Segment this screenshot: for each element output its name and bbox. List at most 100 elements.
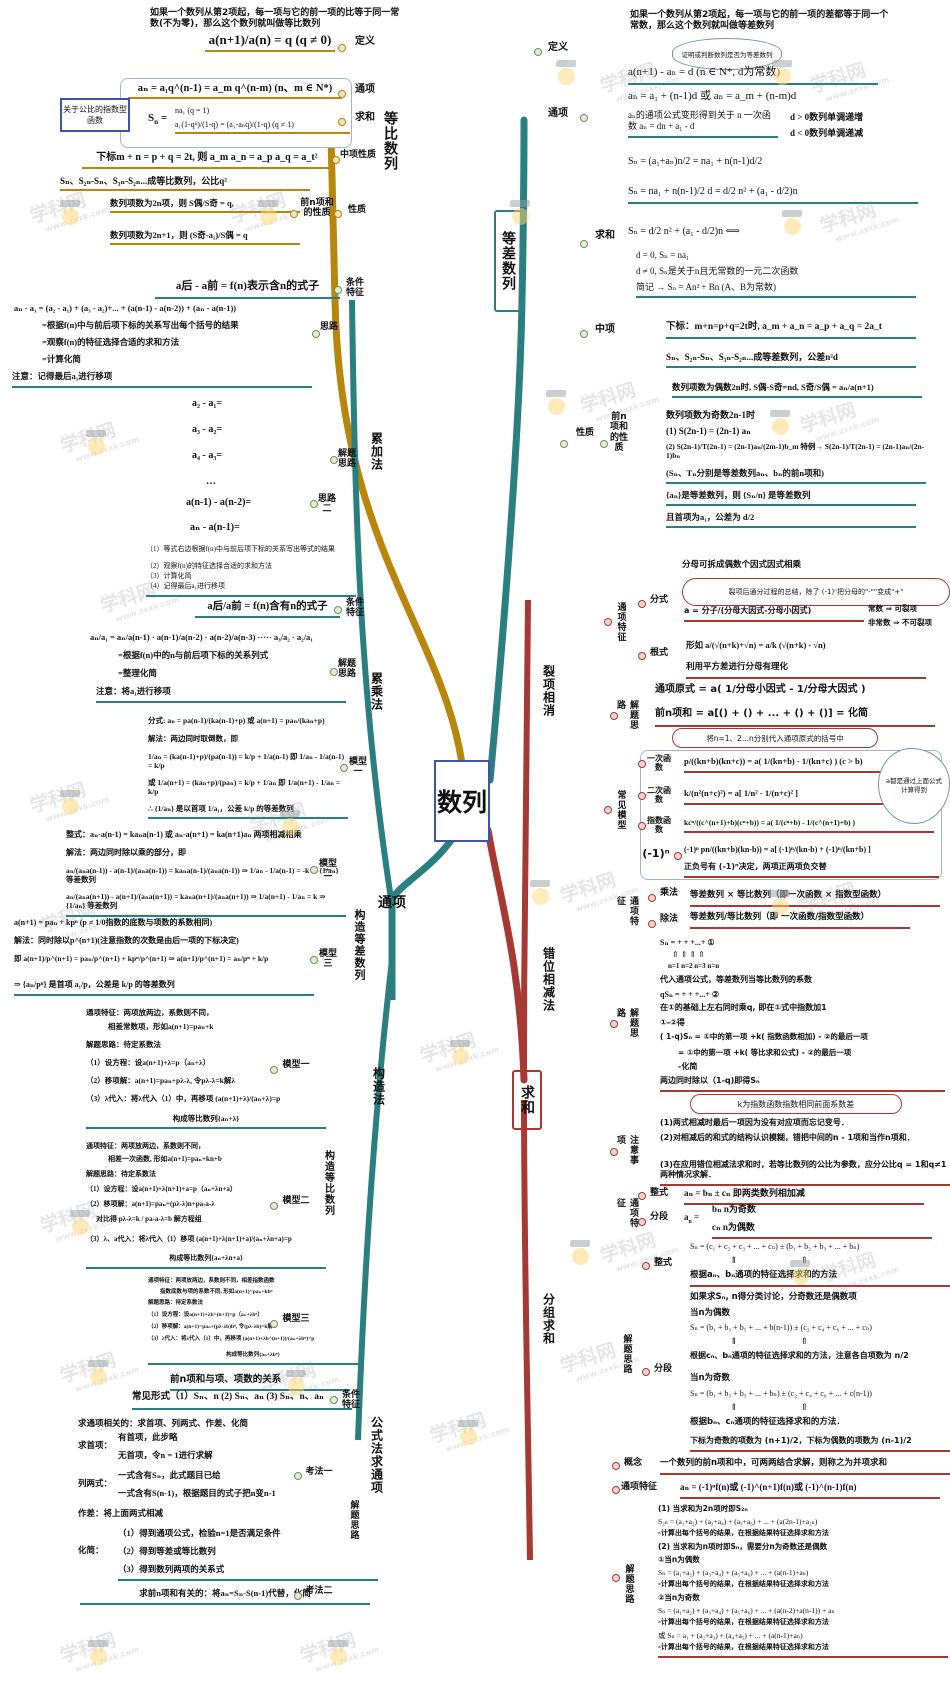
tel-frac-formula: a = 分子/(分母大因式-分母小因式) (684, 606, 864, 622)
stag-n3: (3)在应用错位相减法求和时，若等比数列的公比为参数，应分公比q = 1和q≠1… (660, 1160, 950, 1186)
geo-middle-text: 下标m + n = p + q = 2t, 则 a_m a_n = a_p a_… (82, 152, 332, 169)
construct-m1-l4: 或 1/a(n+1) = (kaₙ+p)/(paₙ) = k/p + 1/aₙ … (148, 778, 341, 797)
geo-middle-label[interactable]: 中项性质 (340, 150, 377, 160)
stag-bubble: k为指数函数指数相同前面系数差 (690, 1094, 902, 1114)
acc-add-condition-label[interactable]: 条件特征 (345, 278, 364, 299)
comb-solve-label[interactable]: 解题思路 (623, 1564, 634, 1604)
connector-dot (674, 852, 682, 860)
stag-s9: = ①中的第一项 +k( 等比求和公式) - ②的最后一项 (678, 1048, 852, 1057)
geo-sum-property-label[interactable]: 前n项和的性质 (300, 198, 334, 219)
fg-method2-label[interactable]: 考法二 (305, 1586, 333, 1596)
construct-model3-label[interactable]: 模型三 (318, 949, 337, 969)
tel-solve-label[interactable]: 解题思路 (615, 700, 638, 730)
grp-feature-label[interactable]: 通项特征 (615, 1198, 638, 1228)
stag-mul-label[interactable]: 乘法 (659, 888, 678, 898)
branch-summation[interactable]: 求和 (512, 1070, 542, 1130)
stag-feature-label[interactable]: 通项特征 (615, 896, 638, 926)
geo-general-label[interactable]: 通项 (355, 84, 375, 95)
branch-telescoping[interactable]: 裂项相消 (541, 665, 556, 717)
acc-add-eq-4: a(n-1) - a(n-2)= (186, 497, 252, 508)
stag-notice-label[interactable]: 注意事项 (615, 1135, 638, 1165)
geo-property-label[interactable]: 性质 (347, 205, 366, 215)
acc-add-idea2-label[interactable]: 思路二 (318, 494, 337, 514)
construct-gmodel3-label[interactable]: 模型三 (282, 1314, 310, 1324)
construct-gmodel2-label[interactable]: 模型二 (282, 1196, 310, 1206)
connector-dot (330, 456, 338, 464)
geo-sum-case1: na₁ (q = 1) (175, 106, 210, 115)
fg-method1-label[interactable]: 考法一 (305, 1467, 333, 1477)
comb-l2: S₂ₙ = (a₁+a₂) + (a₃+a₄) + (a₅+a₆) + ... … (658, 1517, 818, 1526)
branch-general-term[interactable]: 通项 (378, 895, 406, 911)
fg-m1-l1-a: 有首项，此步略 (118, 1432, 178, 1442)
branch-accumulate-add[interactable]: 累加法 (369, 431, 384, 471)
mascot-icon (529, 880, 551, 905)
arith-prop5: 且首项为a₁，公差为 d/2 (666, 512, 916, 528)
branch-staggered[interactable]: 错位相减法 (541, 946, 556, 1012)
connector-dot (290, 210, 298, 218)
tel-model-alt-label[interactable]: (-1)ⁿ (642, 847, 670, 860)
arith-monotone-dec: d < 0数列单调递减 (790, 128, 864, 138)
branch-accumulate-mul[interactable]: 累乘法 (369, 671, 384, 711)
comb-concept-label[interactable]: 概念 (623, 1458, 642, 1468)
acc-add-eq-2: a₄ - a₃= (192, 450, 223, 461)
fg-m1-l4-label: 化简： (78, 1545, 104, 1555)
acc-add-step-3: （4）记得最后a₁进行移项 (146, 582, 356, 597)
construct-gmodel1-label[interactable]: 模型一 (282, 1060, 310, 1070)
construct-arith-label[interactable]: 构造等差数列 (353, 909, 366, 981)
construct-model1-label[interactable]: 模型一 (348, 757, 367, 777)
construct-model2-label[interactable]: 模型二 (318, 859, 337, 879)
center-title-text: 数列 (436, 788, 487, 817)
acc-mul-condition-text: a后/a前 = f(n)含有n的式子 (195, 600, 340, 619)
acc-add-idea-label[interactable]: 思路 (319, 322, 338, 332)
tel-root-label[interactable]: 根式 (649, 648, 668, 658)
construct-m3-l2: 解法：同时除以p^(n+1)(注意指数的次数是由后一项的下标决定) (14, 936, 239, 945)
acc-mul-solve-label[interactable]: 解题思路 (338, 659, 357, 679)
grp-sint-label[interactable]: 整式 (653, 1258, 672, 1268)
arith-middle-label[interactable]: 中项 (595, 324, 615, 335)
tel-model-exp-label[interactable]: 指数函数 (647, 816, 671, 835)
construct-g2-l8: 构成等比数列{aₙ+λn+a} (86, 1254, 326, 1269)
arith-property-label[interactable]: 性质 (575, 428, 594, 438)
tel-feature-label[interactable]: 通项特征 (615, 602, 626, 642)
tel-model-quad-label[interactable]: 二次函数 (647, 786, 671, 805)
branch-arithmetic[interactable]: 等差数列 (494, 210, 522, 312)
connector-dot (642, 1262, 650, 1270)
acc-add-step-1: （2）观察f(n)的特征选择合适的求和方法 (146, 562, 272, 570)
tel-frac-label[interactable]: 分式 (649, 595, 668, 605)
branch-formula-general[interactable]: 公式法求通项 (369, 1416, 384, 1494)
geo-sum-label[interactable]: 求和 (355, 112, 375, 123)
fg-solve-label[interactable]: 解题思路 (348, 1500, 359, 1540)
stag-div-label[interactable]: 除法 (659, 914, 678, 924)
arith-sum-label[interactable]: 求和 (595, 230, 615, 241)
branch-grouped[interactable]: 分组求和 (541, 1293, 556, 1345)
stag-s4: 代入通项公式，等差数列当等比数列的系数 (660, 975, 812, 984)
acc-add-solve-label[interactable]: 解题思路 (338, 449, 357, 469)
grp-spiece-label[interactable]: 分段 (653, 1364, 672, 1374)
tel-model-linear-label[interactable]: 一次函数 (647, 754, 671, 773)
center-node-title[interactable]: 数列 (434, 760, 490, 842)
comb-feature-label[interactable]: 通项特征 (620, 1482, 657, 1492)
stag-solve-label[interactable]: 解题思路 (615, 1008, 638, 1038)
construct-geo-label[interactable]: 构造等比数列 (322, 1150, 334, 1216)
acc-add-eq-3: … (206, 476, 216, 487)
construct-m2-l1: 整式：aₙ-a(n-1) = kaₙa(n-1) 或 aₙ-a(n+1) = k… (66, 830, 302, 839)
grp-piece-label[interactable]: 分段 (649, 1212, 668, 1222)
acc-add-idea-l1: aₙ - a₁ = (a₂ - a₁) + (a₃ - a₂)+... + (a… (14, 303, 237, 313)
arith-definition-label[interactable]: 定义 (548, 42, 568, 53)
grp-int-label[interactable]: 整式 (649, 1188, 668, 1198)
branch-geometric[interactable]: 等比数列 (382, 111, 398, 171)
tel-models-label[interactable]: 常见模型 (615, 790, 626, 830)
acc-mul-condition-label[interactable]: 条件特征 (345, 598, 364, 619)
grp-solve-label[interactable]: 解题思路 (621, 1334, 632, 1374)
construct-g3-l6: （3）λ代入：将λ代入（1）中，再移项 (a(n+1)+λb^(n+1))/(a… (148, 1336, 315, 1342)
geo-definition-label[interactable]: 定义 (355, 36, 375, 47)
tel-frac-case1: 常数 ⇒ 可裂项 (868, 604, 918, 613)
arith-sum-property-label[interactable]: 前n项和的性质 (609, 412, 628, 454)
arith-general-label[interactable]: 通项 (548, 108, 568, 119)
construct-m2-l3: aₙ/(aₙa(n-1)) - a(n-1)/(aₙa(n-1)) = kaₙa… (66, 866, 339, 885)
branch-construct[interactable]: 构造法 (371, 1066, 386, 1106)
fg-condition-label[interactable]: 条件特征 (341, 1390, 360, 1411)
arith-definition-text: 如果一个数列从第2项起，每一项与它的前一项的差都等于同一个常数，那么这个数列就叫… (630, 10, 889, 32)
